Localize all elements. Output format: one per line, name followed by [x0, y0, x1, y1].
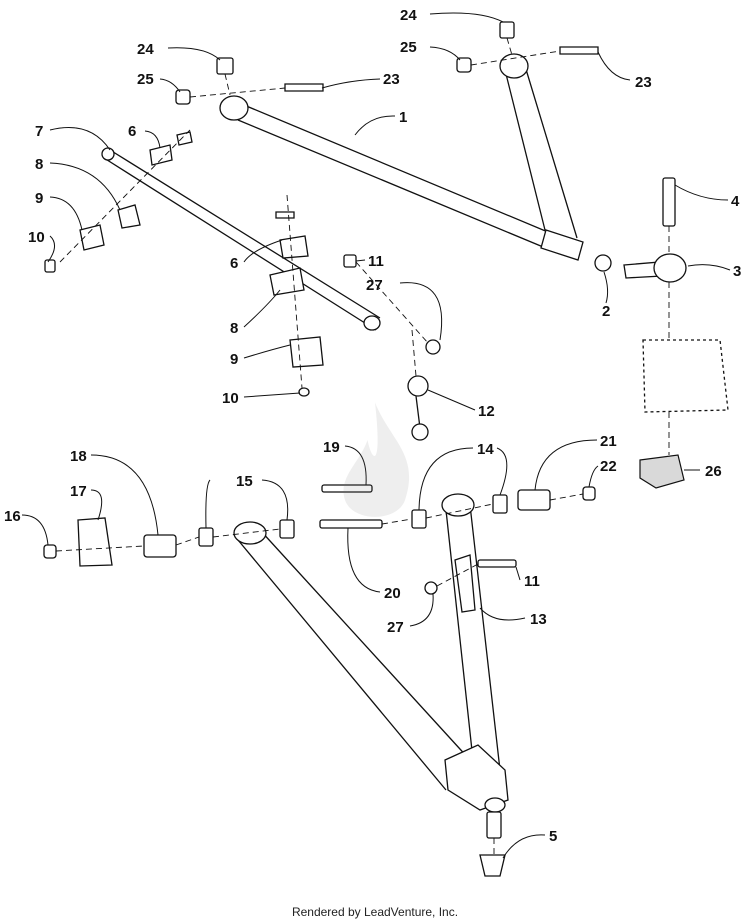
callout-8-middle: 8 [230, 320, 238, 337]
callout-9-middle: 9 [230, 351, 238, 368]
callout-10-middle: 10 [222, 390, 239, 407]
nut-25-right [456, 57, 472, 73]
callout-11-upper: 11 [368, 253, 384, 270]
bolt-23-right [559, 46, 599, 55]
callout-13: 13 [530, 611, 547, 628]
callout-12: 12 [478, 403, 495, 420]
callout-11-lower: 11 [524, 573, 540, 590]
callout-7: 7 [35, 123, 43, 140]
callout-2: 2 [602, 303, 610, 320]
callout-18: 18 [70, 448, 87, 465]
rod-end-3 [653, 253, 687, 283]
callout-1: 1 [399, 109, 407, 126]
bolt-11-upper [343, 254, 357, 268]
callout-23-left: 23 [383, 71, 400, 88]
clamp-set-middle [269, 194, 324, 397]
callout-6-middle: 6 [230, 255, 238, 272]
callout-4: 4 [731, 193, 740, 210]
callout-3: 3 [733, 263, 741, 280]
sleeve-14-right [492, 494, 508, 514]
nut-27-upper [425, 339, 441, 355]
callout-5: 5 [549, 828, 557, 845]
callout-17: 17 [70, 483, 87, 500]
upper-hardware [175, 21, 599, 105]
bolt-23-left [284, 83, 324, 92]
boot-5 [479, 854, 506, 877]
lower-a-arm [233, 493, 509, 877]
lower-hardware [43, 484, 596, 567]
callout-8-left: 8 [35, 156, 43, 173]
callout-22: 22 [600, 458, 617, 475]
clamp-set-left [44, 129, 193, 273]
bracket-17 [77, 517, 113, 567]
callout-24-left: 24 [137, 41, 154, 58]
stabilizer-link [343, 254, 441, 441]
callout-6-left: 6 [128, 123, 136, 140]
nut-22 [582, 486, 596, 501]
bushing-24-left [216, 57, 234, 75]
sleeve-15-right [279, 519, 295, 539]
leader-lines [21, 12, 731, 859]
callout-23-right: 23 [635, 74, 652, 91]
callout-27-upper: 27 [366, 277, 383, 294]
bushing-18 [143, 534, 177, 558]
sway-bar [101, 147, 381, 331]
callout-labels: 24 25 23 24 25 23 1 7 6 8 9 10 4 3 2 11 … [4, 7, 741, 845]
bolt-4 [662, 177, 676, 227]
callout-19: 19 [323, 439, 340, 456]
ball-joint-assembly [594, 177, 729, 489]
guard-26 [639, 454, 685, 489]
lower-bracket-hardware [424, 554, 517, 613]
callout-21: 21 [600, 433, 617, 450]
callout-25-left: 25 [137, 71, 154, 88]
knuckle-outline [642, 339, 729, 413]
callout-25-right: 25 [400, 39, 417, 56]
callout-15: 15 [236, 473, 253, 490]
bushing-24-right [499, 21, 515, 39]
render-credit: Rendered by LeadVenture, Inc. [291, 905, 459, 919]
callout-10-left: 10 [28, 229, 45, 246]
callout-9-left: 9 [35, 190, 43, 207]
callout-14: 14 [477, 441, 494, 458]
spacer-2 [594, 254, 612, 272]
bushing-21 [517, 489, 551, 511]
nut-16 [43, 544, 57, 559]
upper-a-arm [219, 53, 584, 261]
callout-27-lower: 27 [387, 619, 404, 636]
bolt-19 [321, 484, 373, 493]
nut-25-left [175, 89, 191, 105]
callout-16: 16 [4, 508, 21, 525]
callout-20: 20 [384, 585, 401, 602]
sleeve-15-left [198, 527, 214, 547]
callout-24-right: 24 [400, 7, 417, 24]
flame-logo-icon [343, 402, 410, 517]
callout-26: 26 [705, 463, 722, 480]
